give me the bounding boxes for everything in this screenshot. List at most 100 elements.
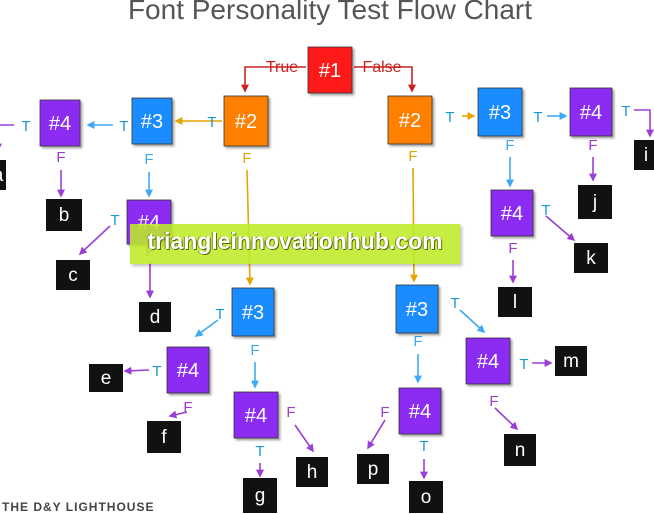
node-box [223,95,269,147]
edge-n4LM1-to-lf: F [168,399,193,419]
node-label: #1 [319,60,341,82]
edge-label: T [110,212,119,229]
edge-label: F [183,399,192,416]
edge-label: F [588,137,597,154]
edge-label: T [207,114,216,131]
leaf-box [56,260,90,290]
node-n2L: #2 [223,95,269,147]
leaf-box [504,434,536,466]
leaf-label: k [586,248,596,269]
leaf-ld: d [139,302,171,332]
leaf-lb: b [46,199,82,231]
leaf-label: o [421,487,432,508]
edge-n4RM2-to-lo: T [419,438,429,480]
leaf-lf: f [147,421,181,453]
edge-label: T [621,103,630,120]
leaf-box [634,140,654,170]
leaf-box [89,364,123,392]
edge-n4RM1-to-ln: F [489,393,519,431]
leaf-label: p [368,459,379,480]
leaf-box [357,454,389,484]
edge-n2L-to-n3LL: T [174,114,222,131]
node-box [131,97,173,145]
edge-label: False [362,59,401,76]
edge-line [367,419,386,450]
node-label: #4 [245,405,267,427]
leaf-label: a [0,165,4,186]
leaf-box [409,481,443,513]
edge-label: F [380,404,389,421]
node-label: #3 [141,111,163,133]
node-box [233,391,279,439]
edge-line [194,319,219,337]
watermark-banner: triangleinnovationhub.com [130,224,460,264]
edge-line [459,309,486,334]
leaf-label: f [161,427,167,448]
node-label: #3 [242,302,264,324]
edge-line [545,215,576,242]
leaf-li: i [634,140,654,170]
edge-label: T [533,109,542,126]
edge-n4LB-to-lc: T [78,212,120,256]
node-n3RR: #3 [477,87,523,137]
edge-n4LM2-to-lg: T [255,443,265,478]
edge-n4RM2-to-lp: F [367,404,390,450]
edge-label: F [408,148,417,165]
leaf-label: j [592,192,597,213]
edge-n4LL-to-la: T [0,118,31,152]
edge-label: F [144,151,153,168]
edge-line [294,424,314,453]
edge-label: True [266,59,298,76]
node-box [398,387,442,435]
edge-line [123,366,150,375]
edge-label: T [541,202,550,219]
leaf-label: d [150,307,161,328]
edge-label: T [445,109,454,126]
node-box [395,284,439,334]
leaf-lj: j [578,185,612,219]
node-box [490,189,534,237]
edge-label: T [119,118,128,135]
node-box [465,337,511,385]
node-n4LL: #4 [39,99,81,147]
node-box [39,99,81,147]
edge-n3RM-to-n4RM1: T [450,295,486,334]
node-box [231,287,275,337]
edge-n4RB-to-lk: T [541,202,576,242]
leaf-label: m [563,351,579,372]
node-n4RM1: #4 [465,337,511,385]
edge-label: F [286,404,295,421]
leaf-ll: l [498,287,532,317]
edge-n3LM-to-n4LM1: T [194,306,225,337]
node-box [569,87,613,137]
leaf-box [46,199,82,231]
node-n4LM1: #4 [166,346,210,394]
edge-label: F [508,240,517,257]
edge-line [0,124,14,152]
leaf-box [0,160,6,190]
leaf-lm: m [555,346,587,376]
node-box [166,346,210,394]
edge-label: F [505,137,514,154]
leaf-box [243,478,277,513]
edge-n3RR-to-n4RB: F [505,137,515,188]
node-n4RM2: #4 [398,387,442,435]
edge-label: T [519,356,528,373]
leaf-lk: k [574,243,608,273]
leaf-label: h [307,462,318,483]
edge-n3RR-to-n4RR: T [533,109,568,126]
node-label: #4 [501,203,523,225]
leaf-label: i [644,145,648,166]
leaf-box [296,457,328,487]
leaf-box [147,421,181,453]
node-label: #3 [489,102,511,124]
edge-n4LM2-to-lh: F [286,404,314,453]
node-n4LM2: #4 [233,391,279,439]
node-n4RR: #4 [569,87,613,137]
page-title: Font Personality Test Flow Chart [127,0,533,25]
edge-label: T [152,363,161,380]
edge-n1-to-n2R: False [354,59,416,93]
leaf-label: l [513,292,517,313]
edge-n3LL-to-n4LB: F [144,151,154,198]
